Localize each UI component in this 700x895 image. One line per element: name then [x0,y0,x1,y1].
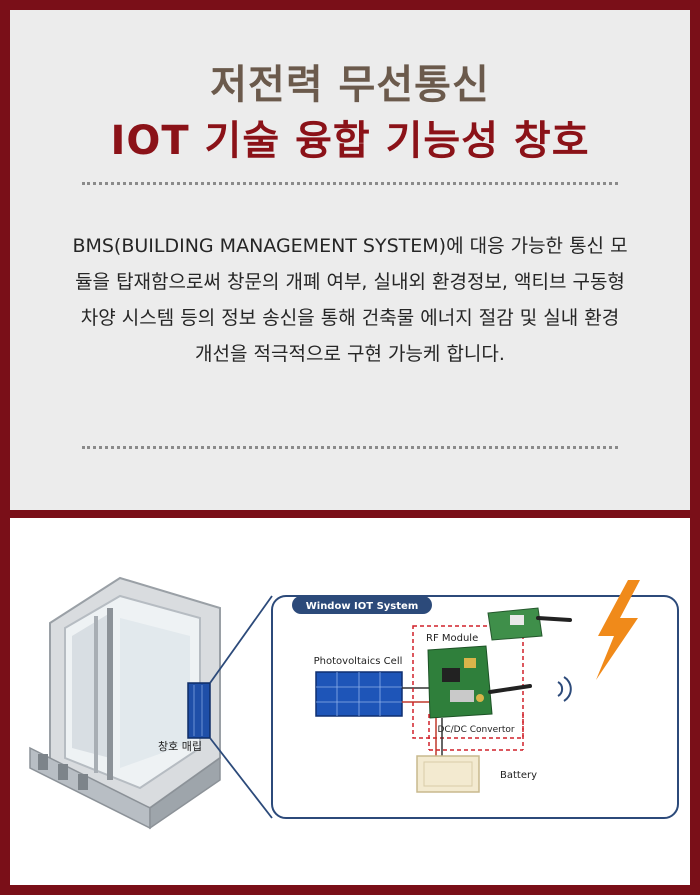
wireless-signal-icon [557,676,572,702]
iot-window-diagram: 창호 매립 Window IOT System Photovoltaics Ce… [29,576,679,830]
divider-top [82,182,618,185]
divider-bottom [82,446,618,449]
rf-board-small [487,607,572,641]
zoom-line-bottom [209,737,273,819]
window-frame-image [29,576,221,830]
rf-module-label: RF Module [426,633,478,644]
rf-board-main [427,645,532,719]
battery-image [416,755,480,793]
lightning-icon [596,580,640,680]
pv-cell-image [315,671,403,717]
description-text: BMS(BUILDING MANAGEMENT SYSTEM)에 대응 가능한 … [72,235,628,365]
diagram-panel: 창호 매립 Window IOT System Photovoltaics Ce… [10,518,690,885]
dcdc-label: DC/DC Convertor [437,725,514,735]
embedded-pv-panel [187,682,211,739]
title-line-2: IOT 기술 융합 기능성 창호 [110,118,590,164]
pv-label: Photovoltaics Cell [314,656,403,667]
intro-panel: 저전력 무선통신 IOT 기술 융합 기능성 창호 BMS(BUILDING M… [10,10,690,510]
battery-label: Battery [500,770,537,781]
title-line-1: 저전력 무선통신 [210,62,490,108]
system-title: Window IOT System [306,601,419,612]
system-title-badge [292,596,432,614]
window-embed-label: 창호 매립 [158,740,202,753]
rf-module-box [412,625,524,739]
zoom-line-top [209,595,273,684]
